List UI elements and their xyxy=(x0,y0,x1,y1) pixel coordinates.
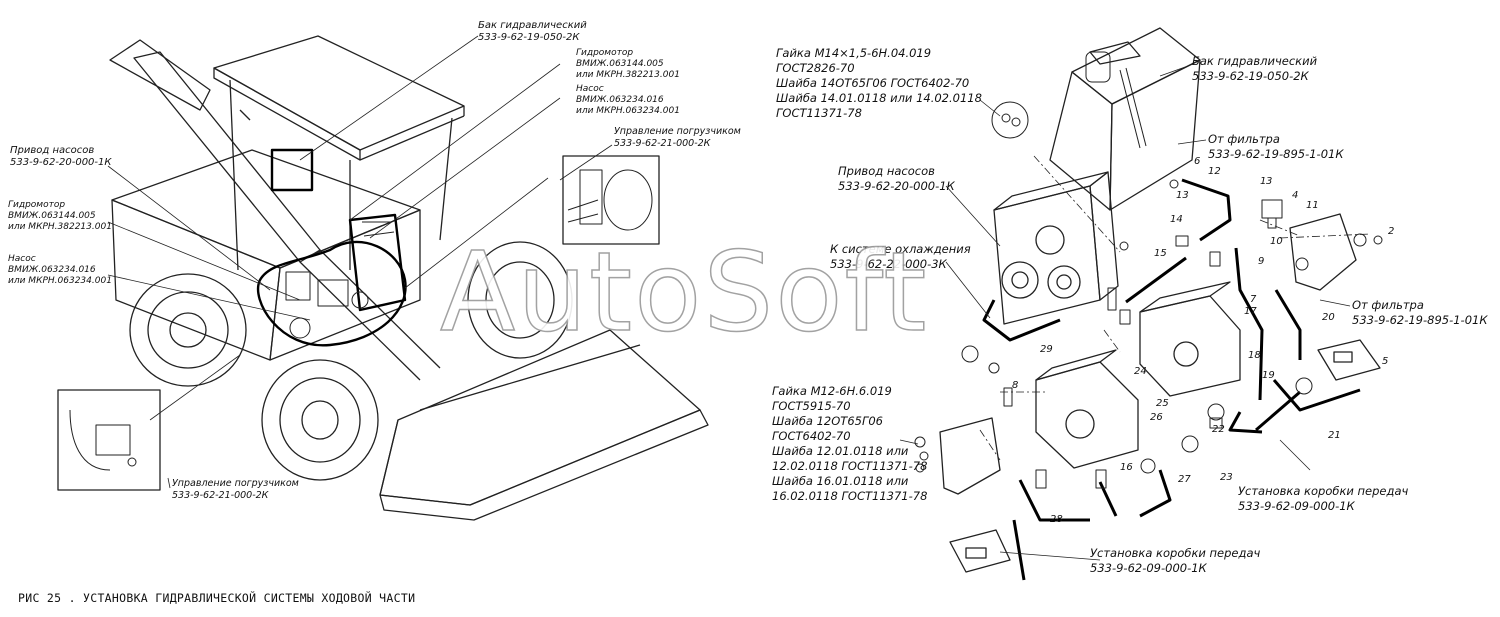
label-gearbox-right: Установка коробки передач 533-9-62-09-00… xyxy=(1238,484,1409,513)
part-number-22: 22 xyxy=(1212,424,1225,435)
part-number-17: 17 xyxy=(1244,306,1257,317)
part-number-20: 20 xyxy=(1322,312,1335,323)
part-number-13: 13 xyxy=(1176,190,1189,201)
loader-overview-drawing xyxy=(57,35,709,521)
label-hydromotor-top: Гидромотор ВМИЖ.063144.005 или МКРН.3822… xyxy=(576,48,680,80)
part-number-25: 25 xyxy=(1156,398,1169,409)
part-number-1: 1 xyxy=(1260,176,1267,187)
part-number-26: 26 xyxy=(1150,412,1163,423)
part-number-7: 7 xyxy=(1250,294,1257,305)
label-loader-control-top: Управление погрузчиком 533-9-62-21-000-2… xyxy=(614,126,741,149)
part-number-14: 14 xyxy=(1170,214,1183,225)
label-hydromotor-left: Гидромотор ВМИЖ.063144.005 или МКРН.3822… xyxy=(8,200,112,232)
part-number-3: 3 xyxy=(1266,176,1273,187)
label-hydraulic-tank-right: Бак гидравлический 533-9-62-19-050-2К xyxy=(1192,54,1318,83)
label-pump-top: Насос ВМИЖ.063234.016 или МКРН.063234.00… xyxy=(576,84,680,116)
part-number-24: 24 xyxy=(1134,366,1147,377)
part-number-2: 2 xyxy=(1388,226,1395,237)
part-number-19: 19 xyxy=(1262,370,1275,381)
label-from-filter-top: От фильтра 533-9-62-19-895-1-01К xyxy=(1208,132,1344,161)
label-nut-m12: Гайка М12-6Н.6.019 ГОСТ5915-70 Шайба 12О… xyxy=(772,384,928,503)
part-number-16: 16 xyxy=(1120,462,1133,473)
hydraulic-assembly-drawing xyxy=(899,27,1383,581)
label-pump-drive-left: Привод насосов 533-9-62-20-000-1К xyxy=(10,145,112,168)
part-number-28: 28 xyxy=(1050,514,1063,525)
label-loader-control-bottom: Управление погрузчиком 533-9-62-21-000-2… xyxy=(172,478,299,501)
part-number-29: 29 xyxy=(1040,344,1053,355)
part-number-18: 18 xyxy=(1248,350,1261,361)
part-number-12: 12 xyxy=(1208,166,1221,177)
label-hydraulic-tank-left: Бак гидравлический 533-9-62-19-050-2К xyxy=(478,20,587,43)
label-cooling-system: К системе охлаждения 533-9-62-22-000-3К xyxy=(830,242,971,271)
part-number-15: 15 xyxy=(1154,248,1167,259)
part-number-6: 6 xyxy=(1194,156,1201,167)
label-gearbox-bottom: Установка коробки передач 533-9-62-09-00… xyxy=(1090,546,1261,575)
part-number-9: 9 xyxy=(1258,256,1265,267)
figure-caption: РИС 25 . УСТАНОВКА ГИДРАВЛИЧЕСКОЙ СИСТЕМ… xyxy=(18,591,416,605)
part-number-8: 8 xyxy=(1012,380,1019,391)
part-number-11: 11 xyxy=(1306,200,1319,211)
part-number-27: 27 xyxy=(1178,474,1191,485)
part-number-10: 10 xyxy=(1270,236,1283,247)
part-number-5: 5 xyxy=(1382,356,1389,367)
part-number-21: 21 xyxy=(1328,430,1341,441)
part-number-4: 4 xyxy=(1292,190,1299,201)
label-pump-left: Насос ВМИЖ.063234.016 или МКРН.063234.00… xyxy=(8,254,112,286)
part-number-23: 23 xyxy=(1220,472,1233,483)
label-nut-m14: Гайка М14×1,5-6Н.04.019 ГОСТ2826-70 Шайб… xyxy=(776,46,982,120)
label-from-filter-right: От фильтра 533-9-62-19-895-1-01К xyxy=(1352,298,1488,327)
label-pump-drive-right: Привод насосов 533-9-62-20-000-1К xyxy=(838,164,955,193)
